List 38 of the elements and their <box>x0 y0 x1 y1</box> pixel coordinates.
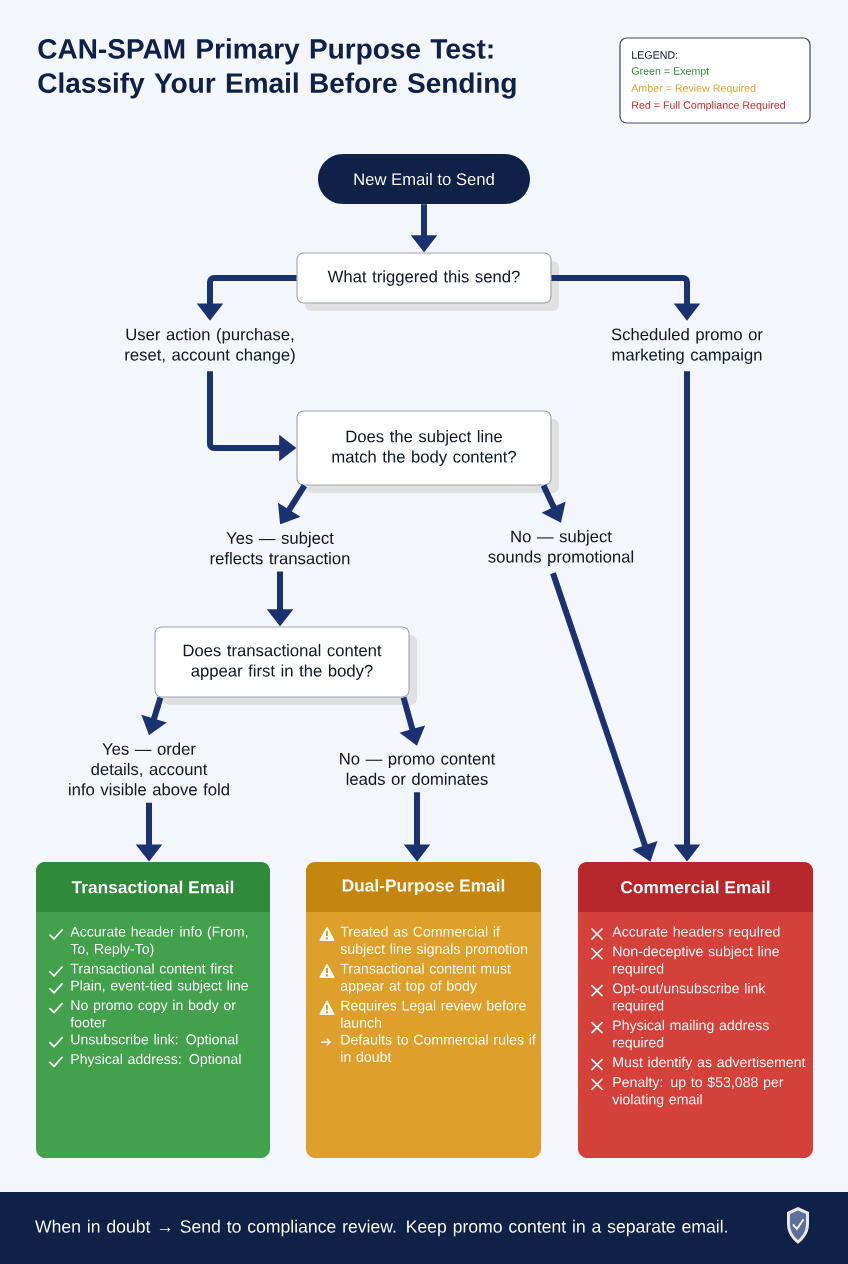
bullet-text: Treated as Commercial if subject line signals promotion <box>340 926 528 957</box>
category-card <box>578 862 813 1158</box>
branch-label: Scheduled promo or marketing campaign <box>611 328 763 364</box>
bullet-text: Transactional content must appear at top of body <box>340 963 511 994</box>
bullet-text: Physical mailing address required <box>613 1019 769 1051</box>
legend-entry: Red = Full Compliance Required <box>632 101 785 111</box>
bullet-text: Accurate headers requlred <box>612 926 780 940</box>
branch-label: Yes — order details, account info visible above fold <box>69 742 229 796</box>
bullet-text: Non-deceptive subject line required <box>613 946 779 977</box>
footer-band: When in doubt → Send to compliance review. Keep promo content in a separate email. <box>0 1192 848 1264</box>
bullet-text: Opt-out/unsubscribe link required <box>612 982 766 1014</box>
card-heading: Dual-Purpose Email <box>342 878 505 896</box>
legend-entry: Green = Exempt <box>631 67 710 77</box>
branch-label: Yes — subject reflects transaction <box>210 531 350 565</box>
bullet-text: Physical address: Optional <box>71 1053 241 1067</box>
bullet-text: Accurate header info (From, To, Reply-To) <box>70 926 248 957</box>
bullet-text: Penalty: up to $53,088 per violating email <box>612 1076 784 1108</box>
bullet-text: Transactional content first <box>70 963 233 974</box>
bullet-text: Plain, event-tied subject line <box>71 980 248 994</box>
card-heading: Commercial Email <box>621 880 770 894</box>
category-card <box>306 862 541 1158</box>
title: CAN-SPAM Primary Purpose Test: Classify Your Email Before Sending <box>38 38 516 99</box>
bullet-text: Unsubscribe link: Optional <box>71 1034 238 1048</box>
bullet-text: Requires Legal review before launch <box>341 1000 526 1028</box>
bullet-text: No promo copy in body or footer <box>70 999 236 1028</box>
decision-box: What triggered this send? <box>296 252 552 304</box>
start-pill: New Email to Send <box>318 154 530 204</box>
card-heading: Transactional Email <box>71 880 234 894</box>
bullet-text: Defaults to Commercial rules if in doubt <box>341 1034 536 1062</box>
legend-entry: Amber = Review Required <box>631 84 756 94</box>
decision-box: Does transactional content appear first in the body? <box>154 626 410 698</box>
branch-label: User action (purchase, reset, account change) <box>125 328 295 364</box>
branch-label: No — promo content leads or dominates <box>340 753 496 785</box>
decision-box: Does the subject line match the body content? <box>296 410 552 486</box>
branch-label: No — subject sounds promotional <box>488 530 634 566</box>
category-card <box>36 862 270 1158</box>
bullet-text: Must identify as advertisement <box>613 1056 806 1070</box>
legend-heading: LEGEND: <box>632 51 678 59</box>
